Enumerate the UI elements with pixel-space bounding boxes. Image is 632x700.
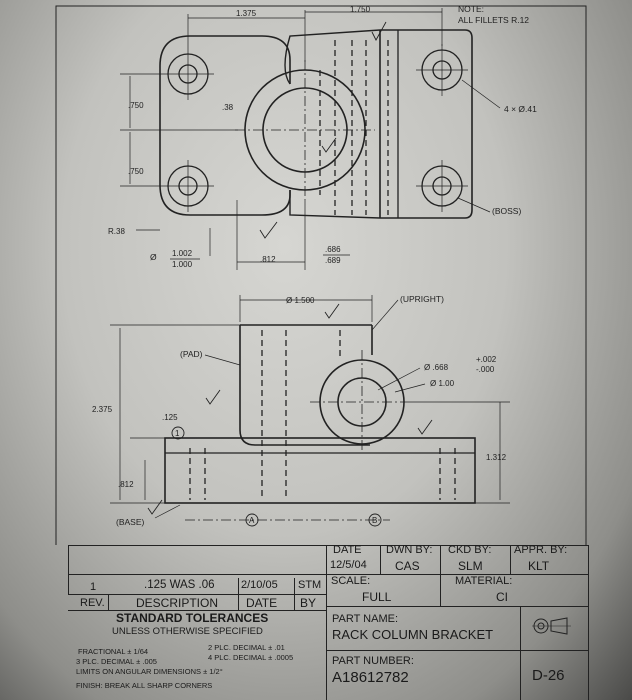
- description-header: DESCRIPTION: [136, 596, 219, 610]
- material-value: CI: [496, 590, 508, 604]
- hole-top-left: [162, 48, 214, 100]
- tol-angular: LIMITS ON ANGULAR DIMENSIONS ± 1/2°: [76, 667, 223, 676]
- dim-689: .689: [325, 256, 341, 265]
- dim-812-front: .812: [118, 480, 134, 489]
- date-label: DATE: [333, 544, 362, 556]
- date-header: DATE: [246, 596, 278, 610]
- balloon-1-text: 1: [175, 429, 180, 438]
- rev-number: 1: [90, 581, 97, 593]
- dim-750-a: .750: [128, 101, 144, 110]
- dim-1375: 1.375: [236, 9, 257, 18]
- scale-label: SCALE:: [331, 575, 371, 587]
- appr-value: KLT: [528, 559, 550, 573]
- dim-tol-minus: -.000: [476, 365, 495, 374]
- sheet-code: D-26: [532, 667, 565, 684]
- hole-bottom-left: [162, 160, 214, 212]
- dim-holes: 4 × Ø.41: [504, 104, 537, 114]
- dim-686: .686: [325, 245, 341, 254]
- tolerances-subtitle: UNLESS OTHERWISE SPECIFIED: [112, 626, 263, 637]
- rev-by: STM: [298, 579, 322, 591]
- dim-668: Ø .668: [424, 363, 449, 372]
- label-base: (BASE): [116, 517, 145, 527]
- rev-header: REV.: [80, 597, 105, 609]
- rev-date: 2/10/05: [241, 579, 278, 591]
- part-number-label: PART NUMBER:: [332, 655, 414, 667]
- part-name-value: RACK COLUMN BRACKET: [332, 627, 494, 642]
- ckd-value: SLM: [458, 559, 483, 573]
- dim-bore-upper: 1.002: [172, 249, 193, 258]
- appr-label: APPR. BY:: [514, 544, 568, 556]
- dim-38: .38: [222, 103, 234, 112]
- ckd-label: CKD BY:: [448, 544, 492, 556]
- balloon-b-text: B: [372, 516, 377, 525]
- hole-top-right: [416, 44, 468, 96]
- scale-value: FULL: [362, 590, 392, 604]
- hole-bottom-right: [416, 160, 468, 212]
- label-upright: (UPRIGHT): [400, 294, 444, 304]
- tol-4plc: 4 PLC. DECIMAL ± .0005: [208, 653, 294, 662]
- part-name-label: PART NAME:: [332, 613, 399, 625]
- dim-100: Ø 1.00: [430, 379, 455, 388]
- dim-bore-lower: 1.000: [172, 260, 193, 269]
- balloon-a-text: A: [249, 516, 255, 525]
- material-label: MATERIAL:: [455, 575, 513, 587]
- note-text: ALL FILLETS R.12: [458, 15, 529, 25]
- sheet-border: [55, 5, 587, 545]
- engineering-drawing: 1.375 1.750 NOTE: ALL FILLETS R.12 .750 …: [0, 0, 632, 545]
- date-value: 12/5/04: [330, 559, 367, 571]
- tol-3plc: 3 PLC. DECIMAL ± .005: [76, 657, 157, 666]
- label-pad: (PAD): [180, 349, 203, 359]
- rev-description: .125 WAS .06: [144, 579, 215, 591]
- projection-symbol-icon: [532, 617, 571, 635]
- by-header: BY: [300, 596, 317, 610]
- part-number-value: A18612782: [332, 669, 409, 686]
- dwn-value: CAS: [395, 559, 420, 573]
- dim-r38: R.38: [108, 227, 125, 236]
- tol-fractional: FRACTIONAL ± 1/64: [78, 647, 149, 656]
- dim-2375: 2.375: [92, 405, 113, 414]
- dim-1500: Ø 1.500: [286, 296, 315, 305]
- top-view: [120, 8, 501, 270]
- tolerances-title: STANDARD TOLERANCES: [116, 611, 269, 625]
- dim-dia-symbol: Ø: [150, 252, 157, 262]
- dim-tol-plus: +.002: [476, 355, 497, 364]
- dim-125: .125: [162, 413, 178, 422]
- dim-1750: 1.750: [350, 5, 371, 14]
- dim-812-top: .812: [260, 255, 276, 264]
- dim-750-b: .750: [128, 167, 144, 176]
- dim-1312: 1.312: [486, 453, 507, 462]
- dwn-label: DWN BY:: [386, 544, 433, 556]
- front-view: [110, 295, 510, 527]
- note-label: NOTE:: [458, 4, 484, 14]
- tol-2plc: 2 PLC. DECIMAL ± .01: [208, 643, 285, 652]
- tol-finish: FINISH: BREAK ALL SHARP CORNERS: [76, 681, 213, 690]
- label-boss: (BOSS): [492, 206, 521, 216]
